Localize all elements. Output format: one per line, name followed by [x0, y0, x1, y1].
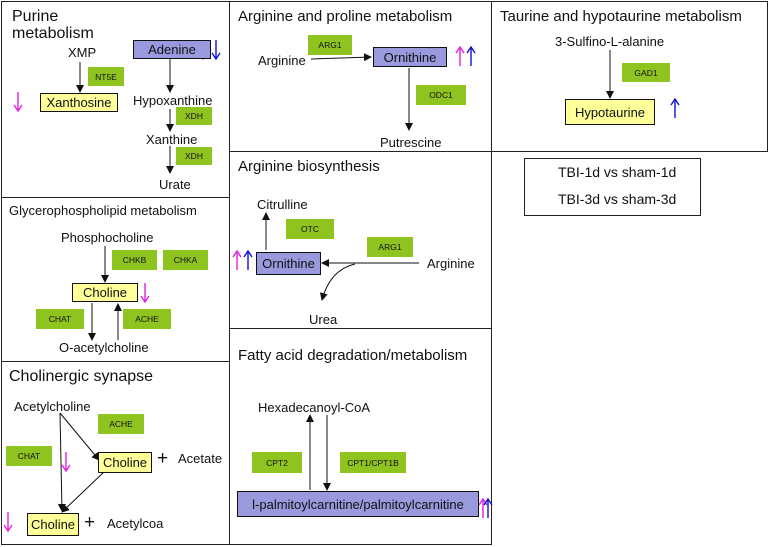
cholinergic-title: Cholinergic synapse	[9, 368, 154, 385]
arginine-proline-title: Arginine and proline metabolism	[238, 8, 453, 25]
fatty-acid-panel	[229, 328, 492, 545]
o-acetylcholine-label: O-acetylcholine	[59, 340, 149, 355]
legend-item-tbi-1d: TBI-1d vs sham-1d	[558, 164, 677, 180]
legend	[524, 158, 701, 216]
urate-label: Urate	[159, 177, 191, 192]
cpt1-enzyme: CPT1/CPT1B	[340, 452, 406, 473]
arginine-biosynthesis-title: Arginine biosynthesis	[238, 158, 380, 175]
phosphocholine-label: Phosphocholine	[61, 230, 154, 245]
hypotaurine-node: Hypotaurine	[565, 99, 655, 125]
urea-label: Urea	[309, 312, 338, 327]
plus-sign-1: +	[157, 448, 169, 469]
nt5e-enzyme: NT5E	[88, 67, 124, 86]
odc1-enzyme: ODC1	[416, 85, 466, 105]
ache-enzyme: ACHE	[123, 309, 171, 329]
arg1-enzyme: ARG1	[308, 35, 352, 55]
putrescine-label: Putrescine	[380, 135, 442, 150]
chat-enzyme: CHAT	[36, 309, 84, 329]
hexadecanoyl-coa-label: Hexadecanoyl-CoA	[258, 400, 371, 415]
arginine-biosynthesis-panel	[229, 151, 492, 329]
chka-enzyme: CHKA	[163, 250, 208, 270]
purine-title: Purine metabolism	[12, 8, 94, 43]
xanthine-label: Xanthine	[146, 132, 198, 147]
cpt2-enzyme: CPT2	[252, 452, 302, 473]
choline-node-2: Choline	[98, 452, 152, 473]
arg1-enzyme-2: ARG1	[367, 237, 413, 257]
glycerophospholipid-title: Glycerophospholipid metabolism	[9, 203, 197, 218]
glycerophospholipid-panel	[1, 197, 230, 362]
plus-sign-2: +	[84, 512, 96, 533]
arginine-label: Arginine	[258, 53, 306, 68]
citrulline-label: Citrulline	[257, 197, 308, 212]
adenine-node: Adenine	[133, 40, 211, 59]
choline-node-3: Choline	[27, 513, 79, 536]
taurine-panel	[491, 1, 768, 152]
ornithine-node-2: Ornithine	[256, 252, 321, 275]
otc-enzyme: OTC	[286, 219, 334, 239]
sulfino-alanine-label: 3-Sulfino-L-alanine	[555, 34, 665, 49]
xdh-enzyme-1: XDH	[176, 107, 212, 125]
purine-title-line1: Purine	[12, 8, 59, 25]
gad1-enzyme: GAD1	[622, 63, 670, 82]
legend-item-tbi-3d: TBI-3d vs sham-3d	[558, 191, 677, 207]
xdh-enzyme-2: XDH	[176, 147, 212, 165]
xmp-label: XMP	[68, 45, 97, 60]
purine-title-line2: metabolism	[12, 24, 94, 42]
chkb-enzyme: CHKB	[112, 250, 157, 270]
arginine-label-2: Arginine	[427, 256, 475, 271]
choline-node: Choline	[72, 283, 138, 302]
chat-enzyme-2: CHAT	[6, 446, 52, 466]
xanthosine-node: Xanthosine	[40, 93, 118, 112]
acetylcholine-label: Acetylcholine	[14, 399, 91, 414]
acetylcoa-label: Acetylcoa	[107, 516, 164, 531]
taurine-title: Taurine and hypotaurine metabolism	[500, 8, 742, 25]
fatty-acid-title: Fatty acid degradation/metabolism	[238, 347, 468, 364]
palmitoylcarnitine-node: l-palmitoylcarnitine/palmitoylcarnitine	[237, 491, 479, 517]
ornithine-node: Ornithine	[373, 47, 447, 67]
hypoxanthine-label: Hypoxanthine	[133, 93, 213, 108]
ache-enzyme-2: ACHE	[98, 414, 144, 434]
acetate-label: Acetate	[178, 451, 223, 466]
